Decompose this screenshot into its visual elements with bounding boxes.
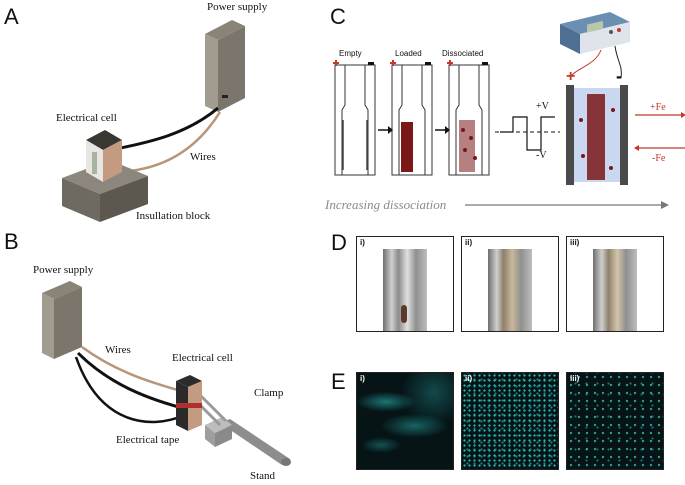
panel-d-frame-ii: ii) — [461, 236, 559, 332]
cuvette-photo-iii — [593, 249, 637, 331]
cuvette-photo-ii — [488, 249, 532, 331]
panel-e-letter: E — [331, 369, 346, 394]
panel-b-electrical-cell — [176, 375, 202, 431]
bench-power-supply — [560, 12, 630, 79]
panel-d-label-ii: ii) — [465, 238, 473, 247]
minus-v-label: -V — [536, 150, 547, 161]
panel-b-letter: B — [4, 229, 19, 254]
power-supply-tower — [205, 20, 245, 112]
fluorescence-image-iii — [567, 373, 663, 469]
dissociation-arrow — [465, 201, 669, 209]
panel-a-illustration — [62, 20, 245, 222]
fluorescence-image-i — [357, 373, 453, 469]
minus-fe-label: -Fe — [652, 153, 666, 164]
panel-a-letter: A — [4, 4, 19, 29]
panel-e-frame-ii: ii) — [461, 372, 559, 470]
panel-b-power-supply-label: Power supply — [33, 264, 94, 276]
panel-c-cuvettes — [333, 60, 685, 185]
panel-d-letter: D — [331, 230, 347, 255]
panel-e-label-ii: ii) — [465, 374, 473, 383]
panel-b-clamp-label: Clamp — [254, 387, 284, 399]
cuvette-dissociated — [448, 64, 490, 176]
panel-d-label-i: i) — [360, 238, 365, 247]
panel-e-label-iii: iii) — [570, 374, 580, 383]
panel-b-electrical-cell-label: Electrical cell — [172, 352, 233, 364]
cuvette-empty — [334, 64, 376, 176]
sample-streak-i — [401, 305, 407, 323]
panel-a-electrical-cell-label: Electrical cell — [56, 112, 117, 124]
stage-loaded-label: Loaded — [395, 49, 422, 58]
panel-b-wires-label: Wires — [105, 344, 131, 356]
cuvette-loaded — [391, 64, 433, 176]
panel-e-frame-i: i) — [356, 372, 454, 470]
fluorescence-image-ii — [462, 373, 558, 469]
stage-dissociated-label: Dissociated — [442, 49, 484, 58]
panel-a-power-supply-label: Power supply — [207, 1, 268, 13]
red-plus-sign: + — [566, 68, 576, 85]
black-minus-sign: - — [616, 66, 622, 86]
electrical-cell — [86, 130, 122, 182]
panel-b-stand-label: Stand — [250, 470, 276, 482]
panel-e-frame-iii: iii) — [566, 372, 664, 470]
power-supply-box — [42, 281, 82, 359]
plus-v-label: +V — [536, 101, 549, 112]
plus-fe-label: +Fe — [650, 102, 666, 113]
panel-d-frame-iii: iii) — [566, 236, 664, 332]
panel-b-electrical-tape-label: Electrical tape — [116, 434, 180, 446]
panel-c-letter: C — [330, 4, 346, 29]
panel-a-insulation-block-label: Insullation block — [136, 210, 211, 222]
panel-e-label-i: i) — [360, 374, 365, 383]
panel-d-frame-i: i) — [356, 236, 454, 332]
square-wave — [495, 116, 560, 151]
magnet-assembly — [566, 85, 628, 185]
panel-b-illustration — [42, 281, 291, 466]
increasing-dissociation-caption: Increasing dissociation — [325, 197, 447, 212]
panel-a-wires-label: Wires — [190, 151, 216, 163]
panel-d-label-iii: iii) — [570, 238, 580, 247]
stage-empty-label: Empty — [339, 49, 362, 58]
